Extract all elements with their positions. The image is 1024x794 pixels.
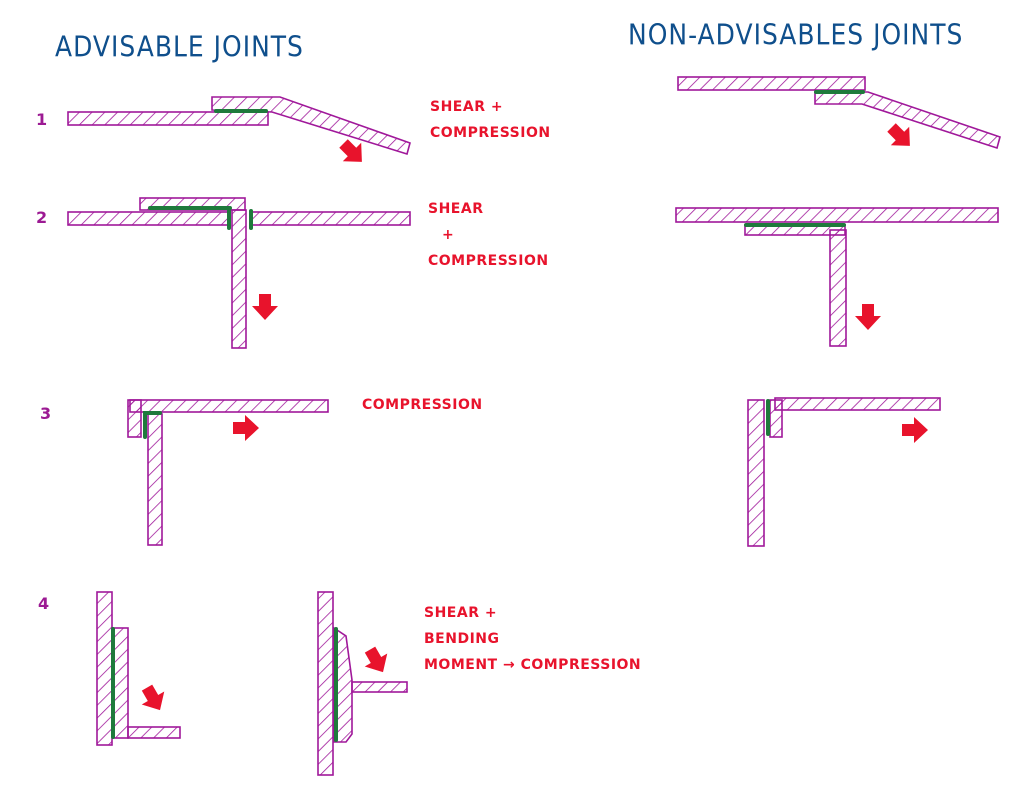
label-line: SHEAR +: [424, 605, 498, 621]
joint-2-non-advisable: [675, 207, 999, 347]
plate: [231, 209, 247, 349]
joint-4-advisable-b: [317, 591, 408, 776]
non-advisable-title: NON-ADVISABLES JOINTS: [628, 17, 964, 52]
plate: [774, 397, 941, 411]
force-arrow-icon: [902, 417, 928, 443]
plate: [127, 726, 181, 739]
label-line: +: [442, 227, 455, 243]
plate: [769, 399, 783, 438]
row-number: 1: [36, 110, 48, 129]
force-arrow-icon: [855, 304, 881, 330]
force-label-4: SHEAR + BENDING MOMENT → COMPRESSION: [424, 600, 641, 678]
advisable-title: ADVISABLE JOINTS: [55, 29, 304, 64]
row-number: 2: [36, 208, 48, 227]
plate: [249, 211, 411, 226]
plate: [677, 76, 866, 91]
label-line: COMPRESSION: [362, 397, 483, 413]
plate: [333, 626, 353, 743]
plate: [747, 399, 765, 547]
plate: [351, 681, 408, 693]
force-arrow-icon: [358, 643, 395, 679]
force-arrow-icon: [252, 294, 278, 320]
label-line: COMPRESSION: [428, 253, 549, 269]
plate: [317, 591, 334, 776]
label-line: COMPRESSION: [430, 125, 551, 141]
force-arrow-icon: [233, 415, 259, 441]
plate: [675, 207, 999, 223]
plate: [96, 591, 113, 746]
joint-3-advisable: [127, 399, 329, 546]
joint-4-advisable-a: [96, 591, 181, 746]
force-label-1: SHEAR + COMPRESSION: [430, 94, 551, 146]
plate: [127, 399, 142, 438]
row-number: 3: [40, 404, 52, 423]
label-line: SHEAR: [428, 201, 484, 217]
weld-line: [143, 411, 162, 439]
row-number: 4: [38, 594, 50, 613]
plate: [147, 413, 163, 546]
label-line: MOMENT → COMPRESSION: [424, 657, 642, 673]
plate: [829, 229, 847, 347]
force-arrow-icon: [135, 681, 172, 717]
plate: [67, 211, 229, 226]
joint-3-non-advisable: [747, 397, 941, 547]
plate: [129, 399, 329, 413]
label-line: SHEAR +: [430, 99, 504, 115]
joint-1-advisable: [67, 96, 411, 172]
label-line: BENDING: [424, 631, 500, 647]
joint-2-advisable: [67, 197, 411, 349]
plate: [814, 91, 1001, 150]
force-label-3: COMPRESSION: [362, 392, 483, 418]
force-arrow-icon: [882, 118, 920, 156]
plate: [112, 627, 129, 739]
force-label-2: SHEAR + COMPRESSION: [428, 196, 549, 274]
joint-1-non-advisable: [677, 76, 1001, 156]
plate: [67, 111, 269, 126]
